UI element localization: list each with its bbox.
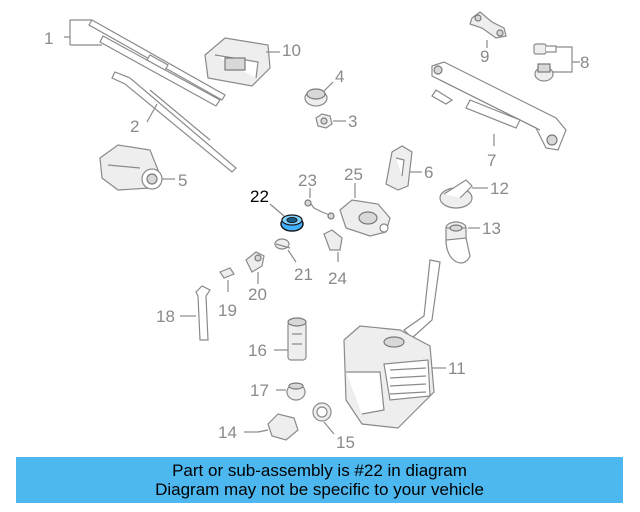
callout-22: 22 bbox=[250, 187, 269, 206]
callout-2: 2 bbox=[130, 117, 139, 136]
part-5-wiper-motor bbox=[99, 144, 163, 191]
part-14-level-sensor bbox=[257, 413, 299, 441]
part-10-control-module bbox=[204, 37, 271, 87]
part-15-seal bbox=[312, 402, 332, 422]
callout-5: 5 bbox=[178, 171, 187, 190]
part-19-clip bbox=[219, 267, 235, 279]
parts-diagram: 1 2 10 4 3 5 9 bbox=[44, 11, 589, 452]
part-3-nut bbox=[315, 113, 333, 129]
part-23-connector bbox=[304, 199, 335, 220]
leader-2 bbox=[146, 103, 158, 123]
callout-6: 6 bbox=[424, 163, 433, 182]
part-11-washer-reservoir bbox=[343, 237, 471, 429]
callout-7: 7 bbox=[487, 151, 496, 170]
part-7-wiper-linkage bbox=[431, 61, 567, 151]
part-4-cap bbox=[304, 88, 328, 107]
part-21-valve bbox=[274, 238, 291, 250]
callout-25: 25 bbox=[344, 165, 363, 184]
leader-21 bbox=[287, 249, 297, 263]
callout-24: 24 bbox=[328, 269, 347, 288]
callout-9: 9 bbox=[480, 47, 489, 66]
callout-3: 3 bbox=[348, 112, 357, 131]
callout-16: 16 bbox=[248, 341, 267, 360]
part-24-clip bbox=[323, 229, 343, 251]
callout-15: 15 bbox=[336, 433, 355, 452]
part-6-mount-bracket bbox=[385, 145, 413, 191]
callout-18: 18 bbox=[156, 307, 175, 326]
callout-23: 23 bbox=[298, 171, 317, 190]
callout-14: 14 bbox=[218, 423, 237, 442]
part-18-hose bbox=[195, 285, 211, 341]
callout-8: 8 bbox=[580, 53, 589, 72]
part-16-washer-pump bbox=[287, 317, 307, 361]
part-1-wiper-blade bbox=[88, 19, 226, 107]
callout-13: 13 bbox=[482, 219, 501, 238]
callout-17: 17 bbox=[250, 381, 269, 400]
leader-8 bbox=[552, 46, 580, 73]
leader-4 bbox=[322, 81, 334, 93]
part-13-filler-neck bbox=[445, 221, 467, 243]
leader-15 bbox=[323, 421, 335, 435]
part-22-grommet bbox=[280, 214, 304, 232]
banner-line-1: Part or sub-assembly is #22 in diagram bbox=[172, 461, 467, 480]
part-25-housing bbox=[339, 199, 391, 237]
callout-4: 4 bbox=[335, 67, 344, 86]
part-2-wiper-arm bbox=[111, 71, 237, 173]
info-banner: Part or sub-assembly is #22 in diagram D… bbox=[16, 457, 623, 503]
callout-10: 10 bbox=[282, 41, 301, 60]
part-20-connector bbox=[245, 251, 265, 273]
callout-11: 11 bbox=[448, 359, 466, 378]
leader-1 bbox=[64, 19, 102, 46]
callout-1: 1 bbox=[44, 29, 53, 48]
callout-21: 21 bbox=[294, 265, 313, 284]
part-12-filler-cap bbox=[439, 179, 473, 209]
callout-12: 12 bbox=[490, 179, 509, 198]
leader-22 bbox=[269, 203, 285, 217]
part-17-grommet bbox=[286, 382, 306, 401]
part-8-bushings bbox=[533, 43, 557, 82]
part-9-bracket bbox=[469, 11, 507, 39]
banner-line-2: Diagram may not be specific to your vehi… bbox=[155, 480, 484, 499]
callout-20: 20 bbox=[248, 285, 267, 304]
callout-19: 19 bbox=[218, 301, 237, 320]
